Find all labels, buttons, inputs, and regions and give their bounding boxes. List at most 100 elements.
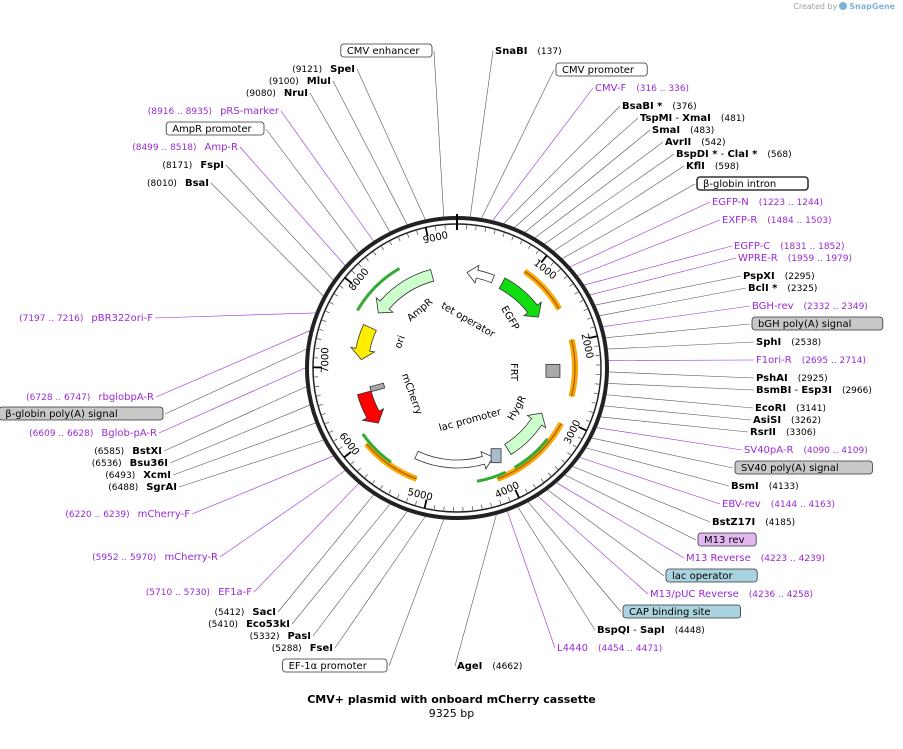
site-text: (8171)FspI [162,160,224,171]
leader-line [469,50,494,217]
site-label-l: (6585) BstXI [94,446,162,457]
site-label-r: bGH poly(A) signal [751,316,884,331]
leader-line [572,466,711,523]
site-pos: (2325) [787,284,817,294]
minor-tick [388,490,392,494]
minor-tick [525,488,528,493]
feature-box [282,658,388,673]
poly-a-marker [369,382,386,393]
site-label-r: CAP binding site [622,604,741,619]
site-name: pBR322ori-F [91,313,153,324]
site-label-r: BsaBI *(376) [622,101,697,112]
minor-tick [415,500,417,505]
minor-tick [316,394,321,397]
site-pos: (6585) [94,447,124,457]
minor-tick [381,246,384,251]
site-pos: (2695 .. 2714) [802,356,866,366]
site-text: (5412)SacI [214,607,276,618]
minor-tick [350,461,355,465]
minor-tick [574,291,579,295]
site-pos: (9100) [269,77,299,87]
site-text: (5710 .. 5730)EF1a-F [146,587,252,598]
site-text: M13 Reverse(4223 .. 4239) [686,553,825,564]
minor-tick [554,466,559,470]
leader-line [608,371,755,379]
leader-line [239,146,346,266]
site-pos: (4133) [769,482,799,492]
feature-box-label: AmpR promoter [172,124,252,135]
site-pos: (6536) [92,459,122,469]
site-name: FspI [200,160,224,171]
site-text: (5410)Eco53kI [208,619,290,630]
green-primer-arc [356,267,401,312]
leader-line [564,474,697,541]
site-pos: (568) [767,150,791,160]
orange-primer-arc-core [524,270,560,310]
minor-tick [590,326,595,329]
site-text: EGFP-N(1223 .. 1244) [712,197,823,208]
minor-tick [484,227,487,232]
site-label-r: BsmBI - Esp3I(2966) [756,385,872,396]
minor-tick [569,283,573,287]
site-name: BstXI [132,446,162,457]
site-pos: (4454 .. 4471) [598,644,662,654]
minor-tick [318,404,323,406]
minor-tick [351,270,356,274]
site-text: (5952 .. 5970)mCherry-R [92,552,218,563]
minor-tick [373,251,377,256]
minor-tick [591,401,596,404]
feature-label: HygR [506,394,529,423]
tick-label: 5000 [406,487,433,503]
site-name: pRS-marker [220,106,280,117]
leader-line [534,141,664,238]
feature-box-label: lac operator [672,571,733,582]
minor-tick [398,237,401,242]
minor-tick [339,285,344,289]
site-text: PshAI(2925) [756,373,828,384]
minor-tick [502,232,505,237]
feature-label: AmpR [405,297,435,325]
site-text: WPRE-R(1959 .. 1979) [738,253,852,264]
site-text: (6585) BstXI [94,446,162,457]
leader-line [538,496,649,595]
leader-line [219,470,346,558]
site-pos: (8499 .. 8518) [132,143,196,153]
site-name: Bglob-pA-R [101,428,157,439]
site-text: SphI(2538) [756,337,821,348]
site-name: L4440 [557,643,588,654]
site-name: M13/pUC Reverse [650,589,739,600]
site-pos: (3306) [786,428,816,438]
leader-line [433,50,445,217]
orange-primer-arc-core [366,443,417,480]
minor-tick [508,497,511,501]
site-label-r: SmaI(483) [652,125,714,136]
backbone-outer [305,216,609,520]
site-name: BclI * [748,283,778,294]
leader-line [556,482,685,559]
leader-line [607,341,755,350]
site-name: BsmI [731,481,759,492]
leader-line [277,494,374,613]
minor-tick [572,444,577,448]
site-text: (6488)SgrAI [108,482,177,493]
site-pos: (6220 .. 6239) [65,510,129,520]
site-label-r: CMV promoter [555,62,648,77]
site-text: (9100)MluI [269,76,331,87]
minor-tick [357,467,361,472]
leader-line [154,312,316,319]
site-name: AsiSI [753,415,781,426]
site-text: BstZ17I(4185) [712,517,795,528]
minor-tick [475,226,477,231]
site-name: BsmBI [756,385,791,396]
orange-primer-arc-core [571,339,576,397]
site-label-l: (6609 .. 6628)Bglob-pA-R [29,428,157,439]
leader-line [579,457,721,505]
site-label-l: (6493)XcmI [105,470,171,481]
minor-tick [583,308,588,311]
feature-box-label: CMV enhancer [347,46,421,57]
site-name: BGH-rev [752,301,794,312]
site-separator: - [630,625,640,636]
site-label-r: PspXI(2295) [743,271,815,282]
site-label-r: EBV-rev(4144 .. 4163) [722,499,835,510]
